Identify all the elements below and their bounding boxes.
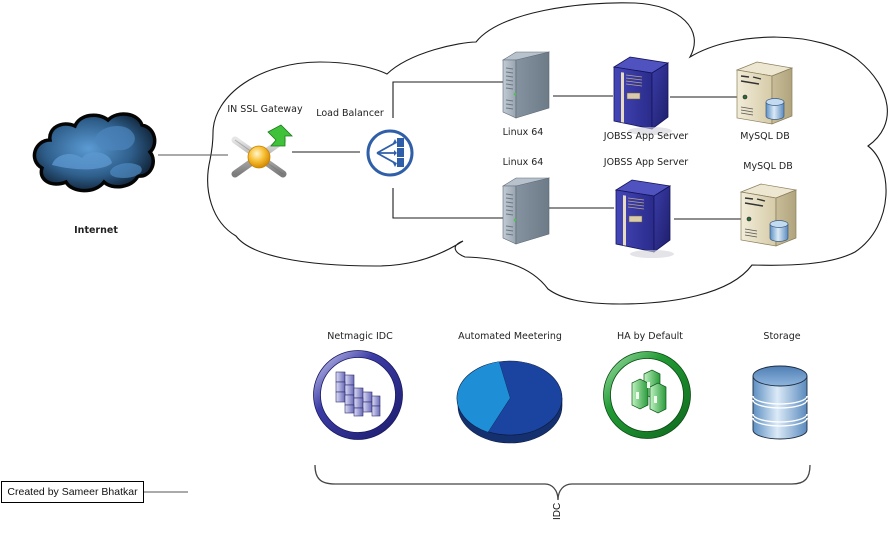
ha-cluster-icon (603, 351, 691, 439)
label-feature-storage: Storage (763, 331, 801, 342)
label-app-server-1: JOBSS App Server (603, 131, 689, 142)
label-ssl-gateway: IN SSL Gateway (227, 104, 303, 115)
label-linux-2: Linux 64 (502, 157, 544, 168)
label-mysql-1: MySQL DB (740, 131, 790, 142)
app-server-rack-icon (612, 56, 672, 135)
idc-brace (314, 464, 811, 501)
label-app-server-2: JOBSS App Server (603, 157, 689, 168)
connector-lb-linux1 (392, 81, 504, 118)
pie-chart-icon (456, 360, 563, 444)
datacenter-icon (313, 350, 403, 440)
label-feature-netmagic-idc: Netmagic IDC (327, 331, 393, 342)
label-internet: Internet (74, 225, 118, 236)
credit-box: Created by Sameer Bhatkar (1, 481, 144, 503)
label-feature-automated-metering: Automated Meetering (458, 331, 562, 342)
label-linux-1: Linux 64 (502, 127, 544, 138)
connector-lb-linux2 (392, 188, 504, 219)
app-server-rack-icon (614, 179, 674, 258)
tower-server-icon (501, 51, 551, 119)
connectors (144, 81, 745, 493)
label-load-balancer: Load Balancer (316, 108, 384, 119)
database-server-icon (735, 61, 794, 125)
tower-server-icon (501, 177, 551, 245)
load-balancer-icon (366, 129, 414, 177)
database-server-icon (739, 183, 798, 247)
idc-brace-label: IDC (552, 502, 563, 520)
label-mysql-2: MySQL DB (743, 161, 793, 172)
label-feature-ha: HA by Default (616, 331, 684, 342)
gateway-icon (231, 124, 293, 178)
storm-cloud-icon (32, 112, 157, 193)
cloud-outline-stroke (207, 2, 888, 305)
storage-cylinder-icon (752, 365, 808, 440)
